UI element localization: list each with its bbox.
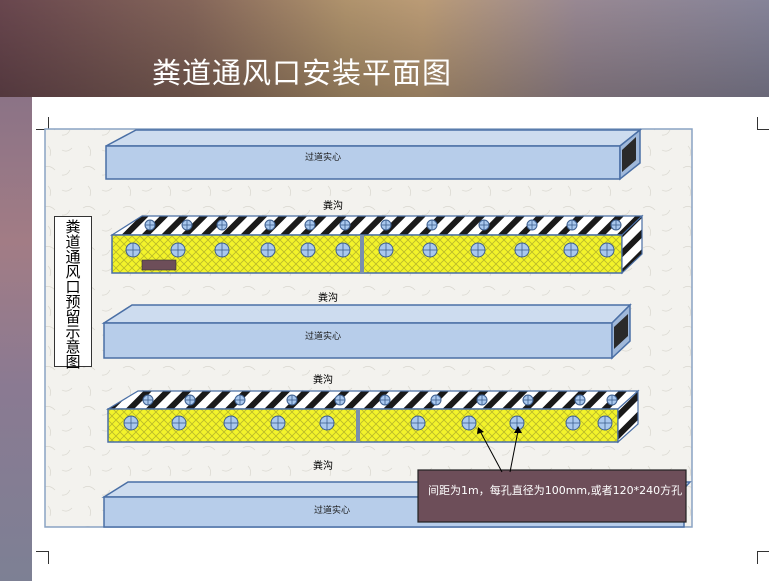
channel-label-2: 粪沟	[318, 291, 338, 304]
vent-holes	[123, 219, 622, 431]
callout-box	[417, 469, 687, 523]
vent-hole-top	[522, 394, 534, 406]
vent-hole	[470, 242, 486, 258]
vent-hole	[422, 242, 438, 258]
vent-hole	[270, 415, 286, 431]
channel-label-3: 粪沟	[313, 373, 333, 386]
callout-leader-1	[479, 430, 503, 473]
callout-arrow-2	[514, 426, 522, 433]
vent-hole	[563, 242, 579, 258]
aisle-slab-1	[105, 128, 643, 181]
vent-hole-top	[379, 394, 391, 406]
vent-hole	[123, 415, 139, 431]
vent-hole-top	[181, 219, 193, 231]
manure-channel-1	[109, 214, 644, 275]
side-label-box: 粪道通风口预留示意图	[54, 216, 92, 371]
vent-hole	[170, 242, 186, 258]
callout-text: 间距为1m，每孔直径为100mm,或者120*240方孔	[428, 484, 683, 497]
aisle-label-1: 过道实心	[305, 151, 341, 163]
vent-hole	[565, 415, 581, 431]
vent-hole	[461, 415, 477, 431]
title-banner	[0, 0, 769, 97]
crop-mark-top-right	[757, 117, 769, 130]
slide-title: 粪道通风口安装平面图	[152, 56, 453, 90]
vent-hole-top	[574, 394, 586, 406]
side-label-text: 粪道通风口预留示意图	[65, 218, 81, 371]
title-banner-shade	[0, 0, 769, 97]
aisle-slab-2	[101, 303, 632, 360]
vent-hole-top	[430, 394, 442, 406]
vent-pipe-marker	[141, 259, 177, 271]
crop-mark-top-left	[36, 117, 49, 130]
vent-hole-top	[380, 219, 392, 231]
vent-hole	[300, 242, 316, 258]
vent-hole	[335, 242, 351, 258]
vent-hole-top	[264, 219, 276, 231]
vent-hole	[260, 242, 276, 258]
vent-hole-top	[234, 394, 246, 406]
left-decor-bar	[0, 97, 32, 581]
vent-hole-top	[526, 219, 538, 231]
vent-hole-top	[339, 219, 351, 231]
callout-arrow-1	[477, 427, 484, 434]
vent-hole-top	[184, 394, 196, 406]
vent-hole	[223, 415, 239, 431]
vent-hole-top	[606, 394, 618, 406]
crop-mark-bottom-left	[36, 551, 49, 564]
vent-hole-top	[426, 219, 438, 231]
vent-hole-top	[304, 219, 316, 231]
vent-hole	[214, 242, 230, 258]
vent-hole	[514, 242, 530, 258]
vent-hole	[410, 415, 426, 431]
vent-hole	[378, 242, 394, 258]
vent-hole-top	[216, 219, 228, 231]
vent-hole	[597, 415, 613, 431]
crop-mark-bottom-right	[757, 551, 769, 564]
vent-hole-top	[478, 219, 490, 231]
vent-hole-top	[610, 219, 622, 231]
vent-hole-top	[476, 394, 488, 406]
aisle-label-3: 过道实心	[314, 504, 350, 516]
vent-hole	[125, 242, 141, 258]
vent-hole-top	[334, 394, 346, 406]
channel-label-1: 粪沟	[323, 199, 343, 212]
channel-label-4: 粪沟	[313, 459, 333, 472]
vent-hole	[599, 242, 615, 258]
vent-hole-top	[142, 394, 154, 406]
vent-hole-top	[566, 219, 578, 231]
callout-leader-2	[509, 430, 519, 473]
vent-hole-top	[286, 394, 298, 406]
vent-hole	[171, 415, 187, 431]
vent-hole-top	[144, 219, 156, 231]
aisle-label-2: 过道实心	[305, 330, 341, 342]
vent-hole	[319, 415, 335, 431]
